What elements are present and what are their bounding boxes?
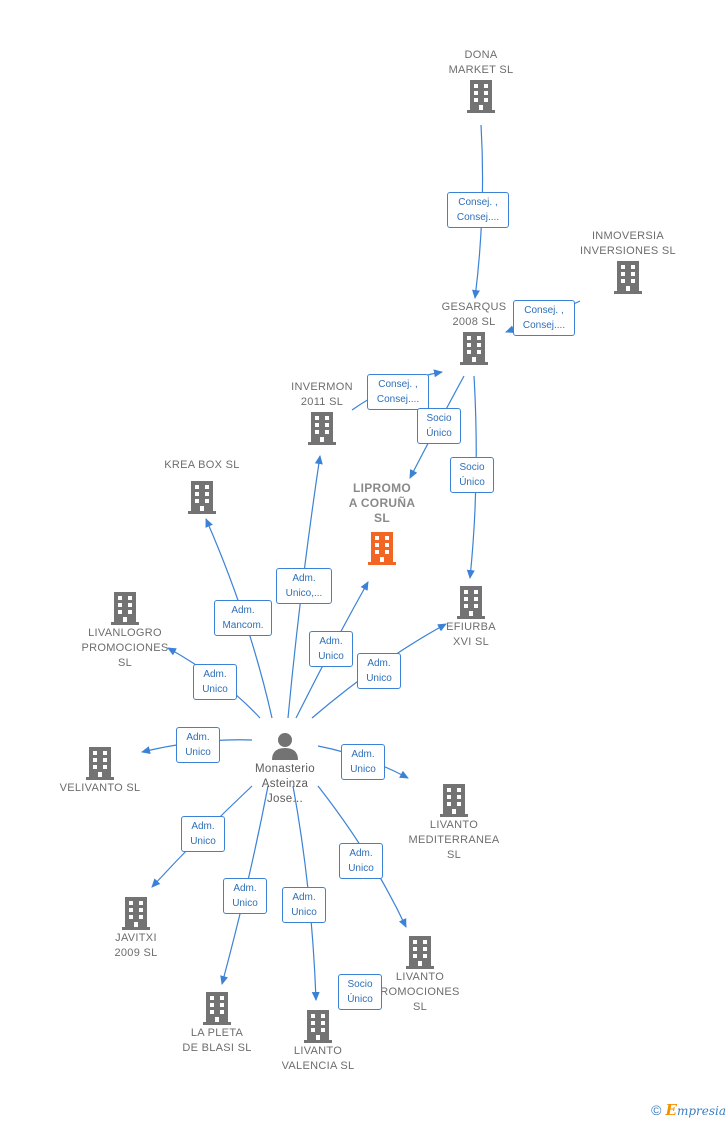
node-label: LIVANLOGRO PROMOCIONES SL <box>81 627 169 669</box>
edge-label: Adm. Unico <box>357 653 401 689</box>
node-label: INMOVERSIA INVERSIONES SL <box>580 230 676 257</box>
node-la-pleta[interactable]: LA PLETA DE BLASI SL <box>147 990 287 1056</box>
node-label: EFIURBA XVI SL <box>446 621 496 648</box>
node-krea-box[interactable]: KREA BOX SL <box>132 458 272 515</box>
node-label: VELIVANTO SL <box>59 782 141 794</box>
building-icon <box>467 80 495 113</box>
edge-label: Adm. Unico <box>339 843 383 879</box>
node-livanlogro[interactable]: LIVANLOGRO PROMOCIONES SL <box>55 590 195 671</box>
person-icon <box>272 733 298 760</box>
edge-label: Adm. Unico,... <box>276 568 332 604</box>
node-invermon[interactable]: INVERMON 2011 SL <box>252 380 392 446</box>
node-label: LA PLETA DE BLASI SL <box>182 1027 252 1054</box>
node-label: INVERMON 2011 SL <box>291 381 353 408</box>
building-icon <box>460 332 488 365</box>
edge-label: Socio Único <box>417 408 461 444</box>
node-javitxi[interactable]: JAVITXI 2009 SL <box>66 895 206 961</box>
building-icon <box>304 1010 332 1043</box>
copyright-symbol: © <box>651 1102 662 1118</box>
node-person[interactable]: Monasterio Asteinza Jose... <box>215 730 355 807</box>
node-dona-market[interactable]: DONA MARKET SL <box>411 48 551 114</box>
building-icon <box>406 936 434 969</box>
building-icon <box>203 992 231 1025</box>
node-label: LIVANTO VALENCIA SL <box>281 1045 355 1072</box>
node-livanto-valencia[interactable]: LIVANTO VALENCIA SL <box>248 1008 388 1074</box>
edge-label: Socio Único <box>450 457 494 493</box>
edge-label: Adm. Unico <box>181 816 225 852</box>
brand-logo: Empresia <box>666 1101 727 1119</box>
node-livanto-mediterranea[interactable]: LIVANTO MEDITERRANEA SL <box>384 782 524 863</box>
person-name: Monasterio Asteinza Jose... <box>255 763 315 805</box>
building-icon <box>368 532 396 565</box>
node-lipromo-coruna[interactable]: LIPROMO A CORUÑA SL <box>312 481 452 566</box>
node-efiurba[interactable]: EFIURBA XVI SL <box>401 584 541 650</box>
node-inmoversia[interactable]: INMOVERSIA INVERSIONES SL <box>558 229 698 295</box>
building-icon <box>614 261 642 294</box>
node-label: DONA MARKET SL <box>448 49 514 76</box>
building-icon <box>308 412 336 445</box>
node-label: LIVANTO ROMOCIONES SL <box>380 971 460 1013</box>
node-label: GESARQUS 2008 SL <box>441 301 507 328</box>
edge-label: Adm. Unico <box>176 727 220 763</box>
building-icon <box>188 481 216 514</box>
edge-label: Consej. , Consej.... <box>367 374 429 410</box>
building-icon <box>457 586 485 619</box>
footer-brand: © Empresia <box>651 1101 726 1119</box>
edge-label: Adm. Unico <box>223 878 267 914</box>
edge-label: Adm. Unico <box>341 744 385 780</box>
node-label: LIVANTO MEDITERRANEA SL <box>408 819 500 861</box>
building-icon <box>111 592 139 625</box>
brand-rest: mpresia <box>676 1104 726 1118</box>
building-icon <box>440 784 468 817</box>
edge-label: Consej. , Consej.... <box>513 300 575 336</box>
edge-label: Adm. Unico <box>282 887 326 923</box>
edge-label: Socio Único <box>338 974 382 1010</box>
edge-label: Consej. , Consej.... <box>447 192 509 228</box>
brand-initial: E <box>665 1101 677 1119</box>
edge-label: Adm. Unico <box>193 664 237 700</box>
edge-label: Adm. Mancom. <box>214 600 272 636</box>
building-icon <box>122 897 150 930</box>
node-label: KREA BOX SL <box>164 459 240 471</box>
node-gesarqus[interactable]: GESARQUS 2008 SL <box>404 300 544 366</box>
node-livanto-promociones[interactable]: LIVANTO ROMOCIONES SL <box>350 934 490 1015</box>
node-velivanto[interactable]: VELIVANTO SL <box>30 745 170 796</box>
edge-label: Adm. Unico <box>309 631 353 667</box>
building-icon <box>86 747 114 780</box>
node-label: LIPROMO A CORUÑA SL <box>348 481 416 525</box>
node-label: JAVITXI 2009 SL <box>114 932 158 959</box>
